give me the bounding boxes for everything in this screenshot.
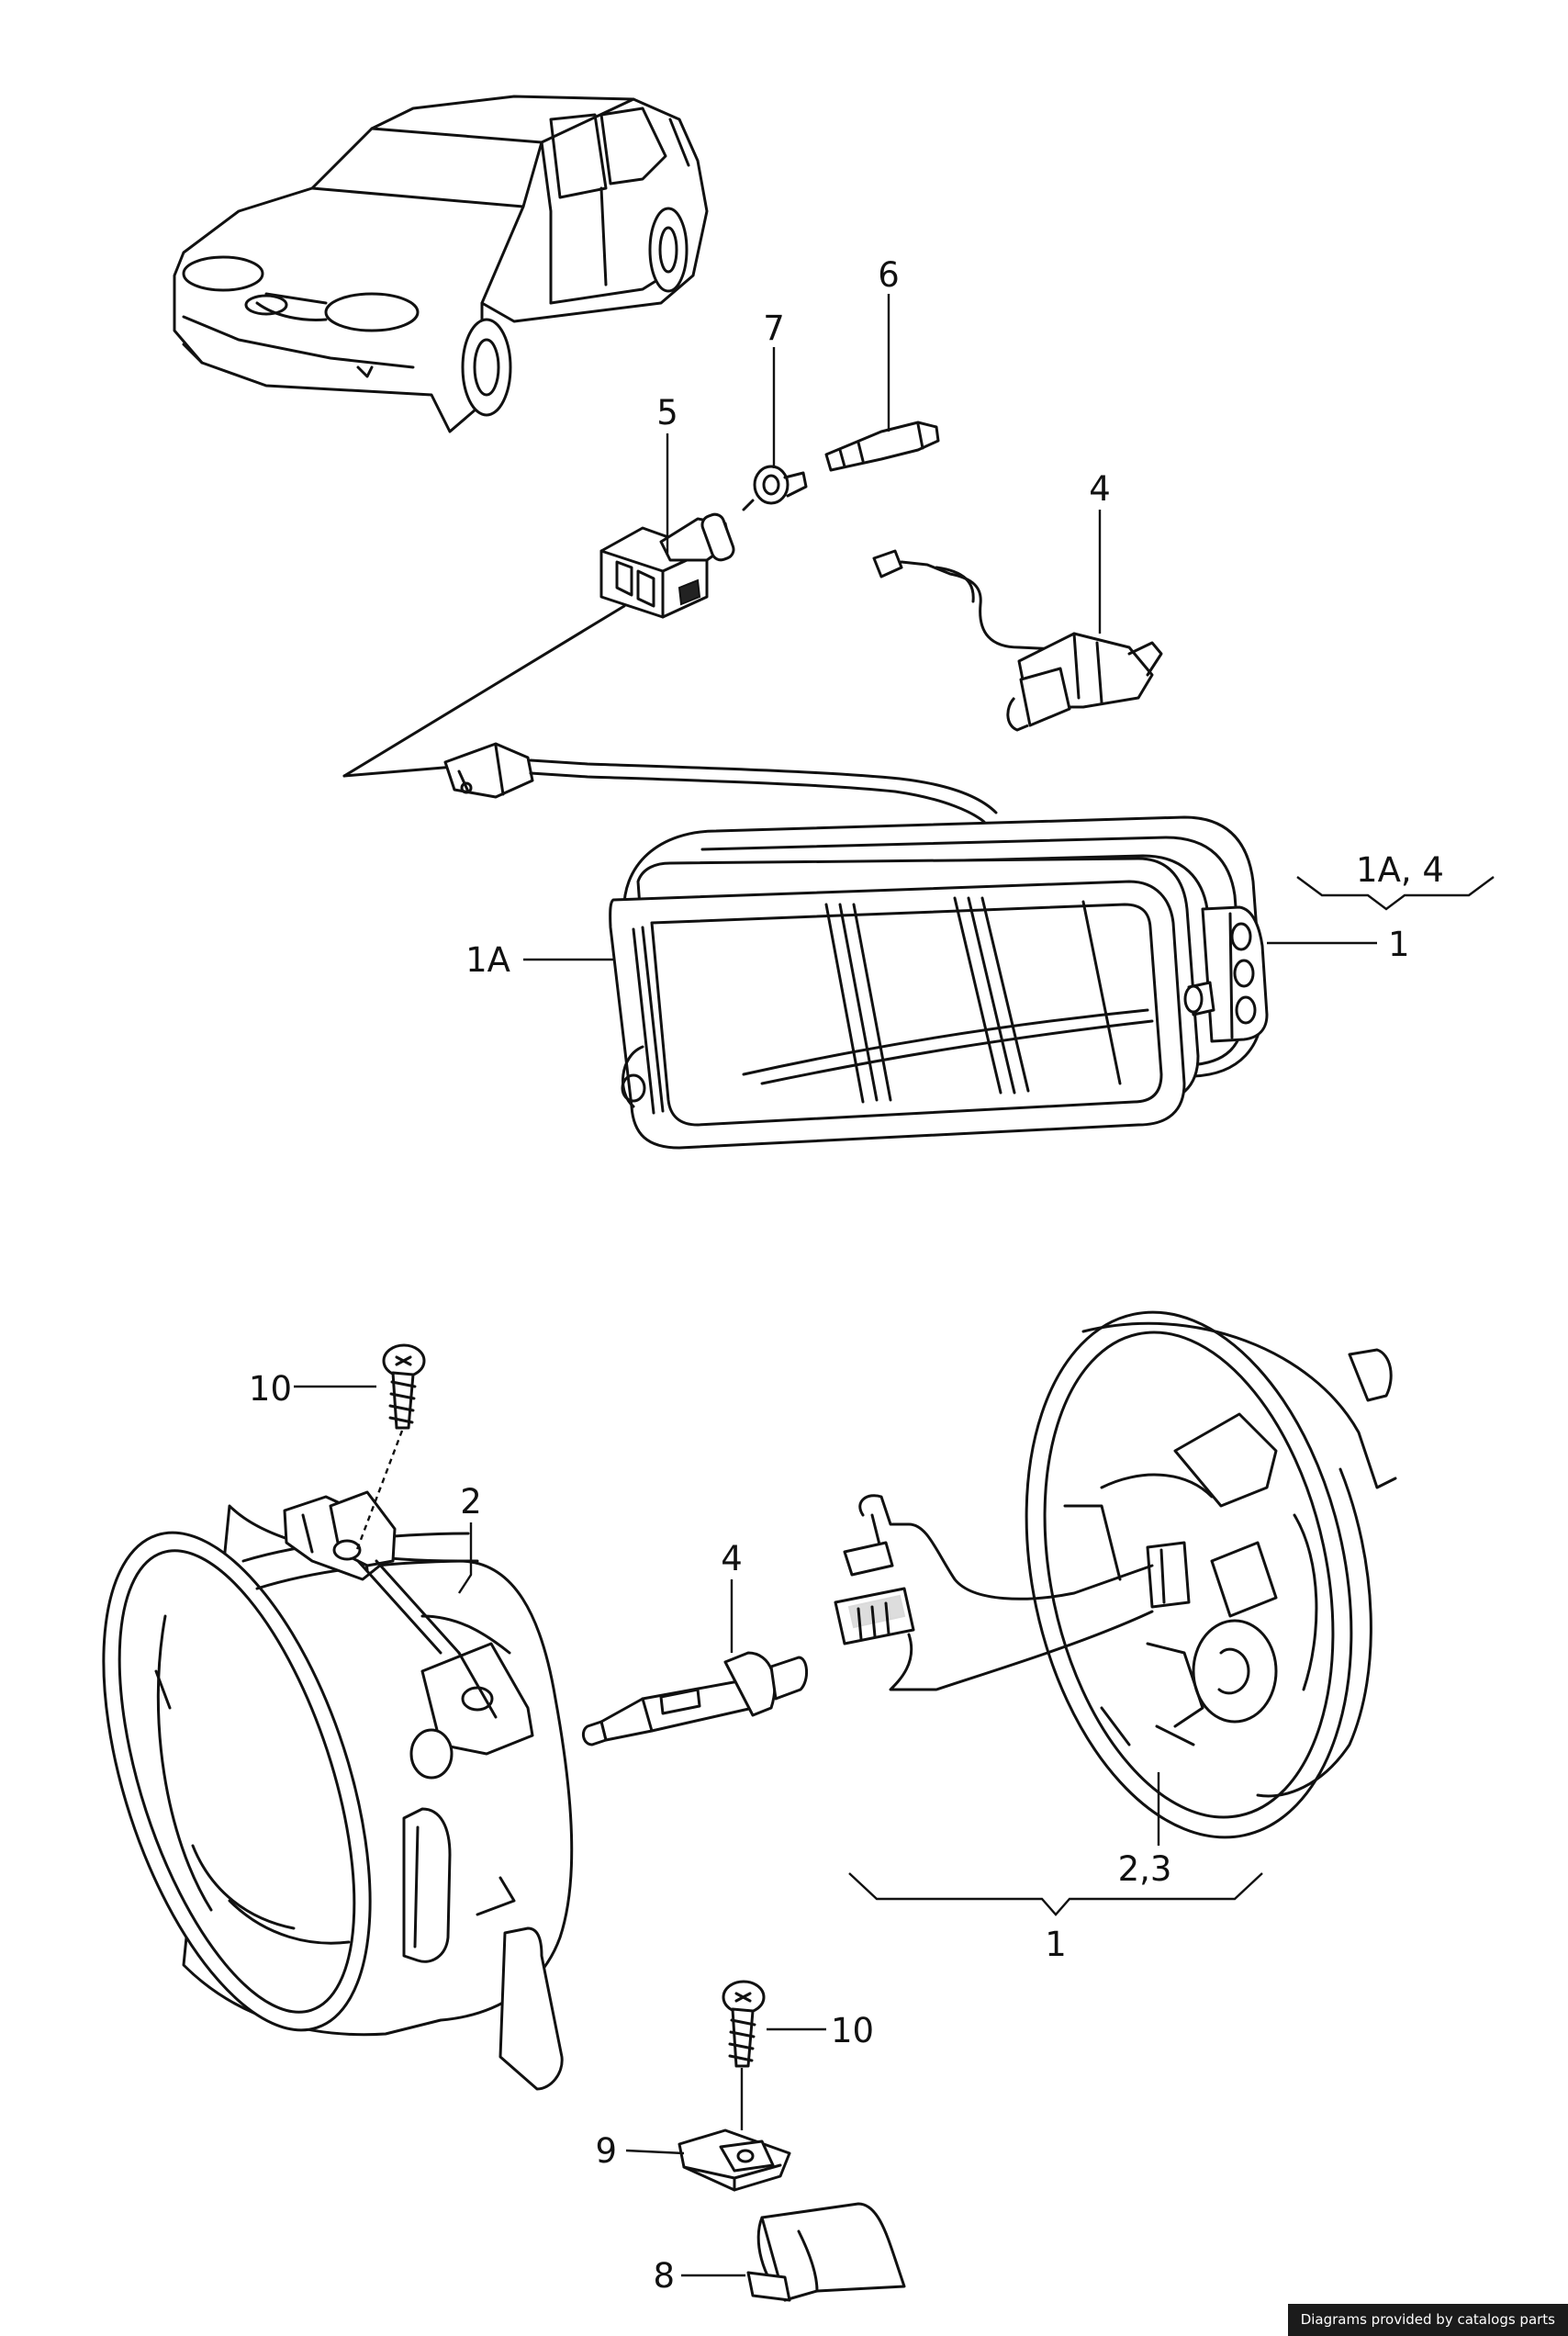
fog-lamp-rectangular	[609, 815, 1269, 1150]
lamp-back-housing-part-2-3	[834, 1310, 1397, 1839]
callout-6: 6	[878, 255, 900, 295]
bulb-with-wire-part-4-top	[872, 549, 1163, 732]
callout-1A-4: 1A, 4	[1356, 850, 1444, 890]
callout-1-bottom: 1	[1045, 1925, 1067, 1964]
callout-1-top: 1	[1388, 925, 1410, 964]
callout-8: 8	[653, 2256, 675, 2296]
leader-lines	[294, 294, 1495, 2277]
cap-part-8	[746, 2202, 906, 2302]
grommet-part-7	[742, 465, 808, 511]
callout-9: 9	[595, 2131, 617, 2171]
connector-housing-part-5	[599, 512, 735, 619]
bulb-h1-part-4-bottom	[581, 1651, 808, 1746]
callout-10-bottom: 10	[831, 2011, 874, 2050]
callout-2-3: 2,3	[1118, 1849, 1172, 1889]
callout-7: 7	[763, 309, 785, 348]
car-illustration	[173, 95, 709, 433]
flat-terminal-part-6	[824, 421, 940, 472]
callout-4-bottom: 4	[721, 1539, 743, 1578]
clip-nut-part-9	[678, 2128, 791, 2192]
callout-4-top: 4	[1089, 469, 1111, 509]
credit-badge: Diagrams provided by catalogs parts	[1287, 2304, 1568, 2336]
callout-2: 2	[460, 1482, 482, 1522]
wire-harness	[342, 604, 998, 824]
screw-part-10-bottom	[722, 1980, 766, 2130]
callout-10-top: 10	[249, 1369, 292, 1409]
callout-1A: 1A	[465, 940, 510, 980]
screw-part-10-top	[354, 1343, 426, 1553]
callout-5: 5	[656, 393, 678, 432]
fog-lamp-round-housing	[102, 1490, 574, 2091]
callout-labels: 5 7 6 4 1A, 4 1A 1 10 2 4 2,3 1 10 9 8	[249, 255, 1444, 2296]
